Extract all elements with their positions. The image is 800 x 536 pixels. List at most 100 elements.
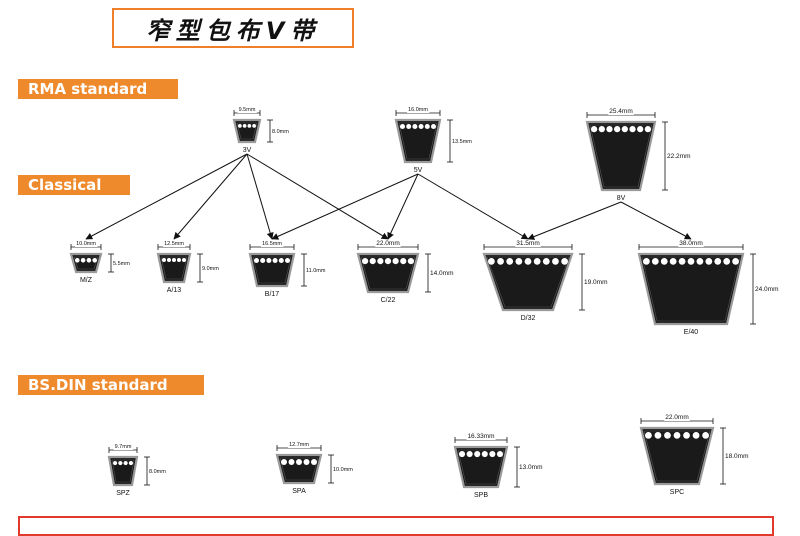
arrow-v5-to-b17	[271, 173, 419, 240]
cord-v8	[598, 126, 605, 133]
width-label-b17: 16.5mm	[262, 241, 282, 247]
height-label-bg-spb	[518, 464, 544, 471]
width-label-bg-spb	[466, 433, 496, 440]
belt-section-diagram: 9.5mm8.0mm3V16.0mm13.5mm5V25.4mm22.2mm8V…	[69, 107, 780, 499]
height-label-spz: 8.0mm	[149, 469, 166, 475]
width-label-bg-v5	[407, 107, 430, 113]
cord-d32	[542, 258, 550, 265]
cord-e40	[714, 258, 722, 265]
cord-v3	[247, 124, 252, 128]
belt-profile-e40	[637, 252, 745, 326]
cord-spb	[459, 451, 466, 458]
cord-spb	[496, 451, 504, 458]
height-label-spb: 13.0mm	[519, 464, 542, 471]
belt-profile-v5	[394, 118, 442, 164]
height-label-bg-spa	[332, 467, 355, 473]
arrow-v8-to-e40	[620, 201, 692, 240]
cord-spc	[702, 432, 709, 439]
height-label-bg-a13	[201, 266, 221, 272]
height-label-bg-v3	[271, 129, 291, 135]
cord-e40	[696, 258, 704, 265]
width-label-bg-mz	[75, 241, 98, 247]
arrow-v5-to-d32	[417, 173, 529, 240]
width-label-bg-spc	[664, 414, 690, 421]
belt-name-spa: SPA	[292, 488, 306, 495]
cord-spa	[281, 459, 287, 465]
width-label-bg-spz	[113, 444, 133, 450]
cord-v5	[418, 124, 424, 129]
belt-inner-outline-spz	[111, 459, 135, 483]
height-label-spa: 10.0mm	[333, 467, 353, 473]
cord-v5	[400, 124, 405, 129]
height-label-v3: 8.0mm	[272, 129, 289, 135]
cord-v5	[406, 124, 412, 129]
cord-spc	[673, 432, 681, 439]
arrow-v3-to-c22	[246, 153, 389, 240]
cord-v3	[238, 124, 242, 128]
width-label-bg-spa	[288, 442, 311, 448]
belt-profile-v8	[585, 120, 657, 192]
height-label-e40: 24.0mm	[755, 286, 778, 293]
cord-e40	[669, 258, 677, 265]
classical-banner: Classical	[18, 175, 130, 195]
width-label-v5: 16.0mm	[408, 107, 428, 113]
cord-spb	[489, 451, 496, 458]
cord-b17	[272, 258, 278, 263]
belt-profile-spc	[639, 426, 715, 486]
width-label-spc: 22.0mm	[665, 414, 688, 421]
cord-c22	[392, 258, 399, 265]
height-label-a13: 9.0mm	[202, 266, 219, 272]
height-label-v5: 13.5mm	[452, 139, 472, 145]
cord-mz	[86, 258, 92, 263]
belt-profile-a13	[156, 252, 192, 284]
relation-arrows	[85, 153, 692, 240]
belt-profile-spa	[275, 453, 323, 485]
belt-inner-outline-v5	[398, 122, 438, 160]
belt-profile-spz	[107, 455, 139, 487]
cord-e40	[705, 258, 713, 265]
cord-a13	[167, 258, 171, 262]
cord-spa	[311, 459, 317, 465]
cord-v8	[644, 126, 651, 133]
width-label-bg-v3	[237, 107, 257, 113]
belt-name-mz: M/Z	[80, 277, 93, 284]
cord-v5	[424, 124, 430, 129]
belt-inner-outline-e40	[641, 256, 741, 322]
cord-spa	[288, 459, 295, 465]
belt-inner-outline-spb	[457, 449, 505, 485]
cord-c22	[400, 258, 407, 265]
cord-v5	[412, 124, 418, 129]
cord-v8	[629, 126, 636, 133]
cord-d32	[515, 258, 523, 265]
height-label-bg-e40	[754, 286, 780, 293]
width-label-c22: 22.0mm	[376, 240, 399, 247]
belt-profile-spb	[453, 445, 509, 489]
belt-inner-outline-a13	[160, 256, 188, 280]
cord-v8	[621, 126, 628, 133]
cord-d32	[561, 258, 568, 265]
width-label-mz: 10.0mm	[76, 241, 96, 247]
cord-e40	[732, 258, 739, 265]
height-label-d32: 19.0mm	[584, 279, 607, 286]
height-label-c22: 14.0mm	[430, 270, 453, 277]
cord-spa	[296, 459, 302, 465]
height-label-bg-b17	[305, 268, 327, 274]
cord-v3	[242, 124, 247, 128]
cord-spa	[303, 459, 310, 465]
cord-spz	[118, 461, 123, 466]
height-label-mz: 5.5mm	[113, 261, 130, 267]
belt-inner-outline-c22	[360, 256, 416, 290]
height-label-bg-spz	[148, 469, 168, 475]
arrow-v3-to-mz	[85, 153, 248, 240]
belt-name-e40: E/40	[684, 329, 699, 336]
cord-e40	[651, 258, 659, 265]
belt-name-v5: 5V	[414, 167, 423, 174]
